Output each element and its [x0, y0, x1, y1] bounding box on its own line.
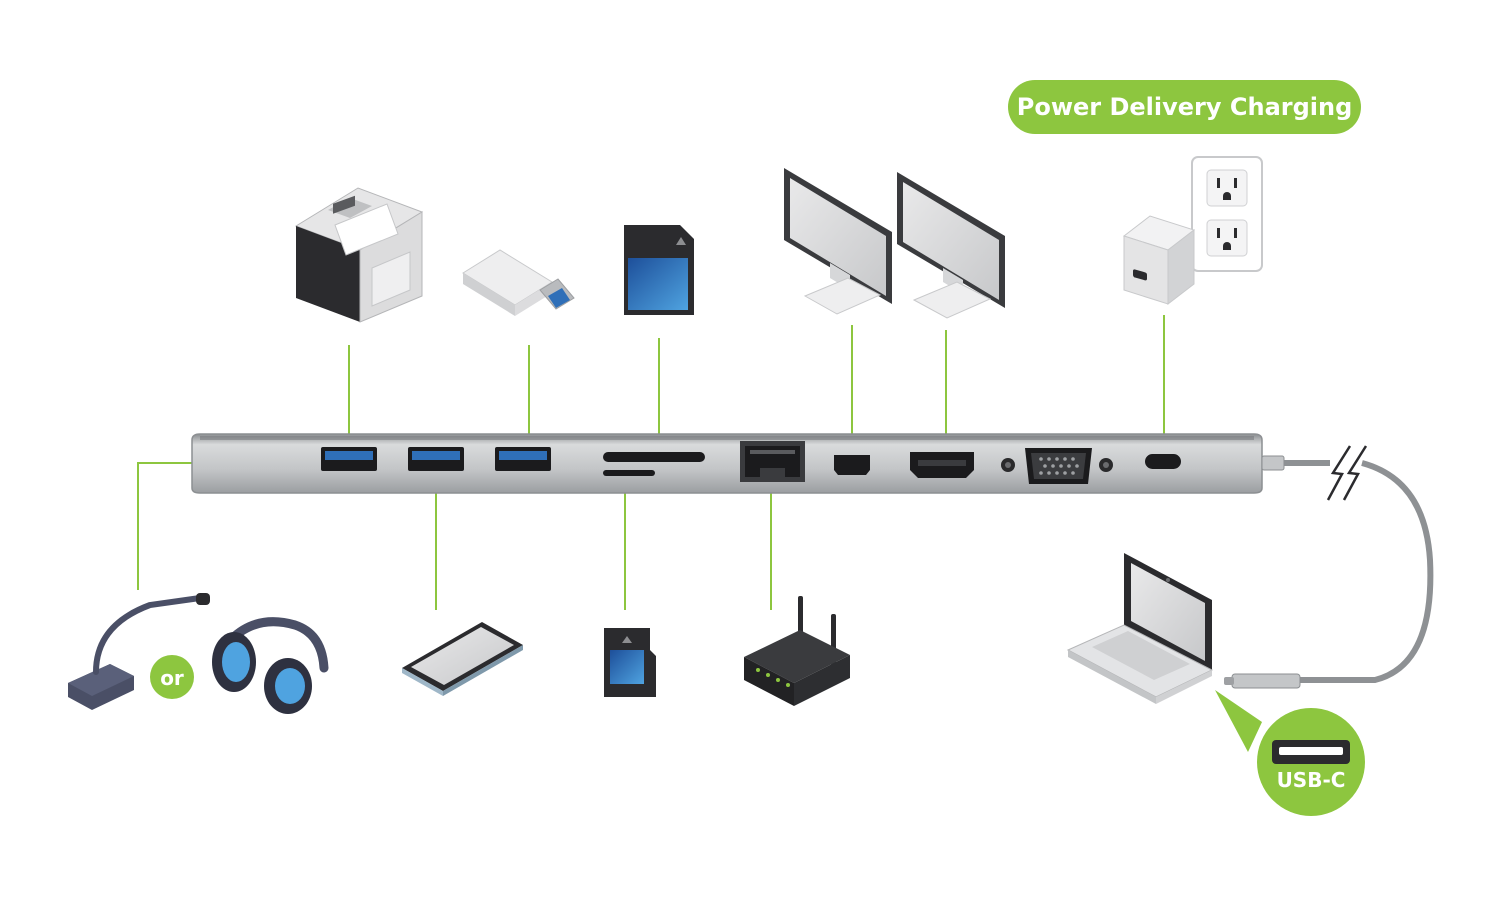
power-adapter-icon [1122, 215, 1196, 306]
or-label: or [160, 666, 184, 690]
wall-outlet-icon [1191, 156, 1263, 272]
headphones-icon [212, 617, 329, 714]
or-badge: or [150, 655, 194, 699]
connector-lines [137, 315, 1165, 610]
mini-displayport-port [834, 455, 870, 475]
usb-a-port [408, 447, 464, 471]
vga-port [1025, 448, 1092, 484]
power-delivery-label: Power Delivery Charging [1017, 93, 1353, 121]
router-icon [744, 596, 850, 706]
usb-c-label: USB-C [1277, 768, 1346, 792]
sd-card-slot [603, 452, 705, 462]
microsd-card-icon [604, 628, 656, 697]
hub-cable [1224, 445, 1434, 689]
usb-c-callout: USB-C [1215, 690, 1365, 816]
usb-c-pd-port [1145, 454, 1181, 469]
microsd-card-slot [603, 470, 655, 476]
usb-flash-drive-icon [462, 249, 575, 316]
smartphone-icon [402, 622, 523, 696]
monitor-icon [784, 168, 892, 315]
usb-c-hub [191, 433, 1263, 494]
laptop-icon [1066, 553, 1214, 704]
printer-icon [294, 187, 424, 323]
line-audio [137, 462, 192, 590]
ethernet-port [740, 441, 805, 482]
microphone-icon [68, 593, 210, 710]
power-delivery-badge: Power Delivery Charging [1008, 80, 1361, 134]
hdmi-port [910, 452, 974, 478]
sd-card-icon [624, 225, 694, 315]
usb-a-port [495, 447, 551, 471]
monitor-icon [897, 172, 1005, 319]
usb-a-port [321, 447, 377, 471]
